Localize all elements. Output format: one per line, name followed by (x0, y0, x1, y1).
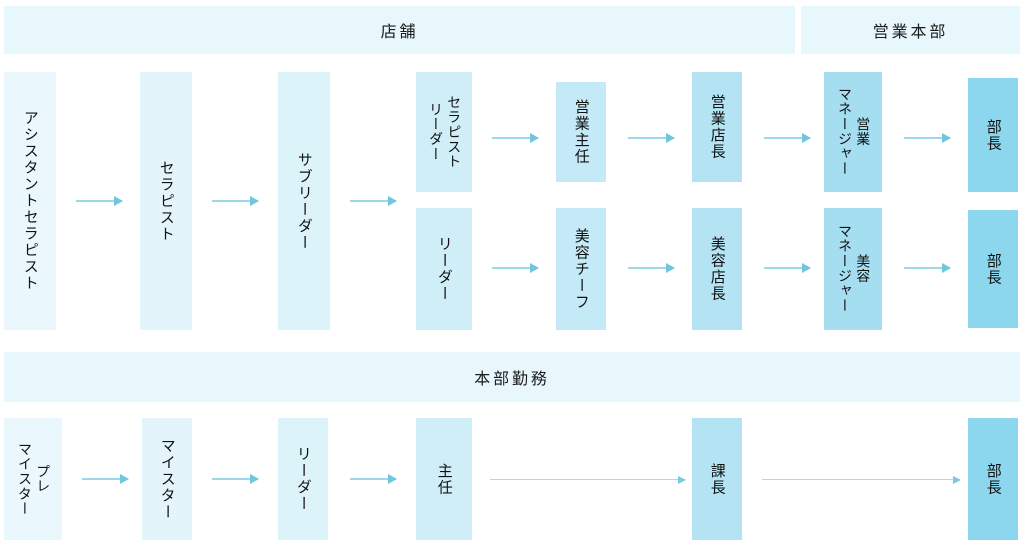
node-hq-chief-label: 主任 (435, 462, 454, 496)
node-sales-manager[interactable]: マネージャー 営業 (824, 72, 882, 192)
node-beauty-manager[interactable]: マネージャー 美容 (824, 208, 882, 330)
band-sales-hq: 営業本部 (801, 6, 1020, 54)
node-sales-manager-label-2: マネージャー (836, 87, 852, 177)
node-therapist-label: セラピスト (157, 159, 176, 243)
node-beauty-general-manager-label: 部長 (984, 252, 1003, 286)
band-sales-hq-label: 営業本部 (872, 22, 949, 41)
node-beauty-chief-label: 美容チーフ (572, 227, 591, 311)
arrow-leader-to-beauty-chief (492, 267, 538, 269)
band-store: 店舗 (4, 6, 795, 54)
arrow-hq-leader-to-hq-chief (350, 478, 396, 480)
arrow-hq-chief-to-section-manager (490, 479, 685, 480)
node-hq-leader-label: リーダー (294, 446, 313, 512)
node-leader-label: リーダー (435, 236, 454, 302)
node-meister[interactable]: マイスター (142, 418, 192, 540)
arrow-assistant-to-therapist (76, 200, 122, 202)
node-therapist-leader[interactable]: リーダー セラピスト (416, 72, 472, 192)
node-sub-leader-label: サブリーダー (295, 151, 314, 251)
node-sales-chief[interactable]: 営業主任 (556, 82, 606, 182)
node-leader[interactable]: リーダー (416, 208, 472, 330)
band-headquarters-label: 本部勤務 (474, 369, 550, 388)
node-hq-leader[interactable]: リーダー (278, 418, 328, 540)
node-pre-meister[interactable]: マイスター プレ (4, 418, 62, 540)
arrow-therapist-leader-to-sales-chief (492, 137, 538, 139)
node-beauty-store-manager-label: 美容店長 (708, 236, 727, 302)
arrow-beauty-chief-to-beauty-store-manager (628, 267, 674, 269)
node-beauty-manager-label-2: マネージャー (836, 224, 852, 314)
arrow-sales-store-manager-to-sales-manager (764, 137, 810, 139)
node-assistant-therapist[interactable]: アシスタントセラピスト (4, 72, 56, 330)
node-beauty-chief[interactable]: 美容チーフ (556, 208, 606, 330)
arrow-sales-chief-to-sales-store-manager (628, 137, 674, 139)
node-sub-leader[interactable]: サブリーダー (278, 72, 330, 330)
node-beauty-general-manager[interactable]: 部長 (968, 210, 1018, 328)
arrow-beauty-manager-to-general-manager (904, 267, 950, 269)
band-headquarters: 本部勤務 (4, 352, 1020, 402)
band-store-label: 店舗 (380, 22, 419, 41)
node-hq-general-manager-label: 部長 (984, 462, 1003, 496)
node-assistant-therapist-label: アシスタントセラピスト (21, 110, 40, 292)
node-pre-meister-label-1: プレ (34, 464, 51, 494)
arrow-therapist-to-subleader (212, 200, 258, 202)
node-hq-general-manager[interactable]: 部長 (968, 418, 1018, 540)
node-meister-label: マイスター (158, 437, 177, 521)
node-section-manager[interactable]: 課長 (692, 418, 742, 540)
node-sales-store-manager[interactable]: 営業店長 (692, 72, 742, 182)
arrow-section-manager-to-general-manager (762, 479, 960, 480)
node-beauty-manager-label-1: 美容 (854, 254, 871, 284)
node-pre-meister-label-2: マイスター (16, 441, 32, 517)
arrow-subleader-to-branch (350, 200, 396, 202)
arrow-beauty-store-manager-to-beauty-manager (764, 267, 810, 269)
arrow-sales-manager-to-general-manager (904, 137, 950, 139)
node-hq-chief[interactable]: 主任 (416, 418, 472, 540)
node-therapist[interactable]: セラピスト (140, 72, 192, 330)
node-therapist-leader-label-1: セラピスト (445, 94, 462, 170)
node-therapist-leader-label-2: リーダー (427, 102, 443, 162)
node-section-manager-label: 課長 (708, 462, 727, 496)
node-sales-store-manager-label: 営業店長 (708, 94, 727, 160)
arrow-meister-to-hq-leader (212, 478, 258, 480)
node-beauty-store-manager[interactable]: 美容店長 (692, 208, 742, 330)
arrow-pre-meister-to-meister (82, 478, 128, 480)
node-sales-manager-label-1: 営業 (854, 117, 871, 147)
node-sales-general-manager-label: 部長 (984, 118, 1003, 152)
node-sales-chief-label: 営業主任 (572, 99, 591, 165)
node-sales-general-manager[interactable]: 部長 (968, 78, 1018, 192)
